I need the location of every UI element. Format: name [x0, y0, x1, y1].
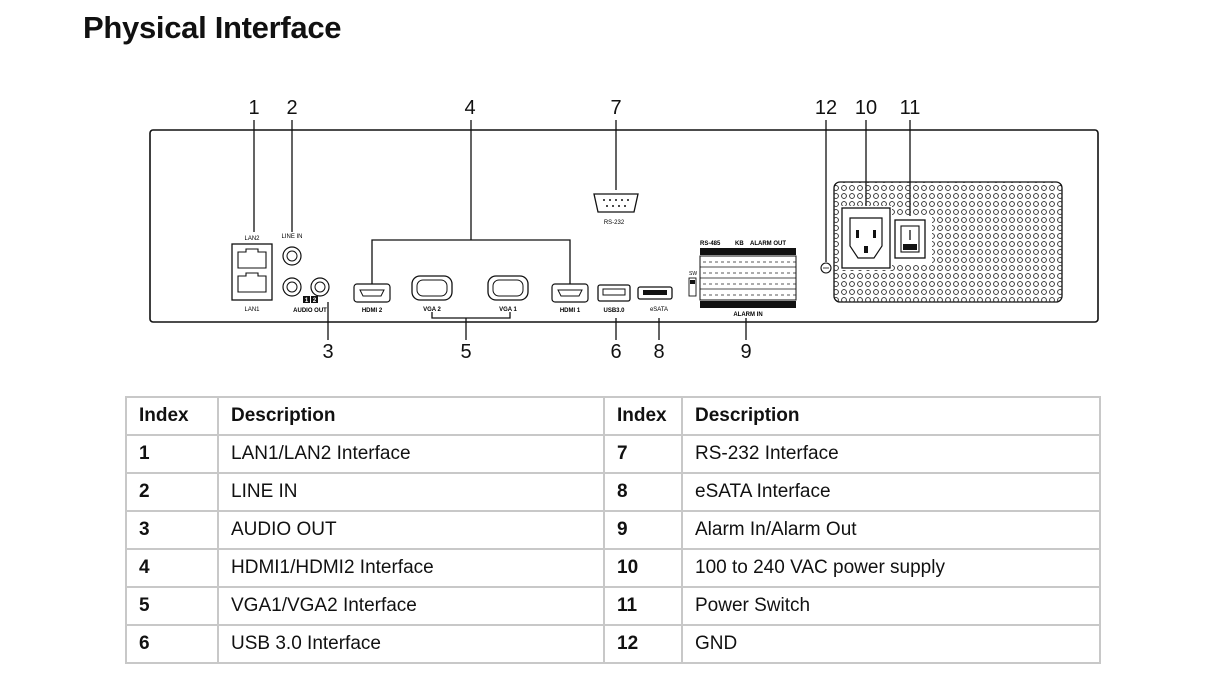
- kb-label: KB: [735, 241, 744, 247]
- vga1-label: VGA 1: [499, 307, 517, 313]
- description-cell: eSATA Interface: [681, 472, 1101, 512]
- leader-lines: [253, 120, 911, 340]
- index-cell: 5: [125, 586, 219, 626]
- table-row: 1 LAN1/LAN2 Interface 7 RS-232 Interface: [125, 434, 1101, 474]
- audio-out-label: AUDIO OUT: [293, 308, 327, 314]
- callout-9: 9: [740, 341, 751, 363]
- callout-2: 2: [286, 97, 297, 119]
- index-cell: 8: [603, 472, 683, 512]
- callout-7: 7: [610, 97, 621, 119]
- description-cell: LINE IN: [217, 472, 605, 512]
- alarm-terminal-block: SW RS-485 KB ALARM OUT ALARM IN: [688, 241, 797, 318]
- description-cell: HDMI1/HDMI2 Interface: [217, 548, 605, 588]
- table-row: 5 VGA1/VGA2 Interface 11 Power Switch: [125, 586, 1101, 626]
- ground-terminal: [820, 262, 832, 274]
- lan2-label: LAN2: [244, 236, 260, 242]
- alarm-out-label: ALARM OUT: [750, 241, 786, 247]
- alarm-in-label: ALARM IN: [733, 312, 762, 318]
- table-row: 2 LINE IN 8 eSATA Interface: [125, 472, 1101, 512]
- line-in-label: LINE IN: [281, 234, 302, 240]
- lan-ports: LAN2 LAN1: [231, 236, 273, 313]
- index-cell: 10: [603, 548, 683, 588]
- index-cell: 4: [125, 548, 219, 588]
- index-cell: 2: [125, 472, 219, 512]
- index-cell: 9: [603, 510, 683, 550]
- callout-8: 8: [653, 341, 664, 363]
- table-header-row: Index Description Index Description: [125, 396, 1101, 436]
- description-cell: AUDIO OUT: [217, 510, 605, 550]
- description-cell: Power Switch: [681, 586, 1101, 626]
- power-vent-panel: [833, 181, 1063, 303]
- index-cell: 1: [125, 434, 219, 474]
- lan1-label: LAN1: [244, 307, 260, 313]
- audio-channel-2: 2: [313, 298, 317, 304]
- rear-panel-diagram: 1 2 3 4 5 6 7 8 9 10 11 12 LAN2 LAN1: [149, 97, 1099, 363]
- power-switch: [894, 219, 926, 259]
- usb-label: USB3.0: [603, 308, 625, 314]
- index-header: Index: [125, 396, 219, 436]
- callout-10: 10: [855, 97, 877, 119]
- callout-1: 1: [248, 97, 259, 119]
- index-cell: 7: [603, 434, 683, 474]
- hdmi1-port: HDMI 1: [551, 283, 589, 314]
- usb-port: USB3.0: [597, 284, 631, 314]
- hdmi2-port: HDMI 2: [353, 283, 391, 314]
- rs232-label: RS-232: [604, 220, 625, 226]
- description-cell: VGA1/VGA2 Interface: [217, 586, 605, 626]
- index-cell: 12: [603, 624, 683, 664]
- index-header: Index: [603, 396, 683, 436]
- description-cell: GND: [681, 624, 1101, 664]
- index-cell: 11: [603, 586, 683, 626]
- callout-4: 4: [464, 97, 475, 119]
- index-cell: 3: [125, 510, 219, 550]
- esata-label: eSATA: [650, 307, 668, 313]
- description-cell: 100 to 240 VAC power supply: [681, 548, 1101, 588]
- description-cell: RS-232 Interface: [681, 434, 1101, 474]
- audio-ports: LINE IN 1 2 AUDIO OUT: [281, 234, 330, 314]
- table-row: 4 HDMI1/HDMI2 Interface 10 100 to 240 VA…: [125, 548, 1101, 588]
- callout-3: 3: [322, 341, 333, 363]
- description-cell: USB 3.0 Interface: [217, 624, 605, 664]
- callout-5: 5: [460, 341, 471, 363]
- sw-label: SW: [689, 271, 697, 277]
- audio-channel-1: 1: [305, 298, 309, 304]
- vga2-label: VGA 2: [423, 307, 441, 313]
- table-row: 6 USB 3.0 Interface 12 GND: [125, 624, 1101, 664]
- callout-12: 12: [815, 97, 837, 119]
- hdmi1-label: HDMI 1: [560, 308, 581, 314]
- description-cell: Alarm In/Alarm Out: [681, 510, 1101, 550]
- table-row: 3 AUDIO OUT 9 Alarm In/Alarm Out: [125, 510, 1101, 550]
- ac-power-inlet: [841, 207, 891, 269]
- page-title: Physical Interface: [83, 10, 342, 45]
- description-header: Description: [217, 396, 605, 436]
- rs232-port: RS-232: [593, 193, 639, 226]
- description-header: Description: [681, 396, 1101, 436]
- callout-6: 6: [610, 341, 621, 363]
- rs485-label: RS-485: [700, 241, 721, 247]
- esata-port: eSATA: [637, 286, 673, 313]
- description-cell: LAN1/LAN2 Interface: [217, 434, 605, 474]
- vga-ports: VGA 2 VGA 1: [411, 275, 529, 313]
- callout-11: 11: [900, 97, 921, 119]
- hdmi2-label: HDMI 2: [362, 308, 383, 314]
- index-cell: 6: [125, 624, 219, 664]
- interface-table: Index Description Index Description 1 LA…: [125, 396, 1101, 664]
